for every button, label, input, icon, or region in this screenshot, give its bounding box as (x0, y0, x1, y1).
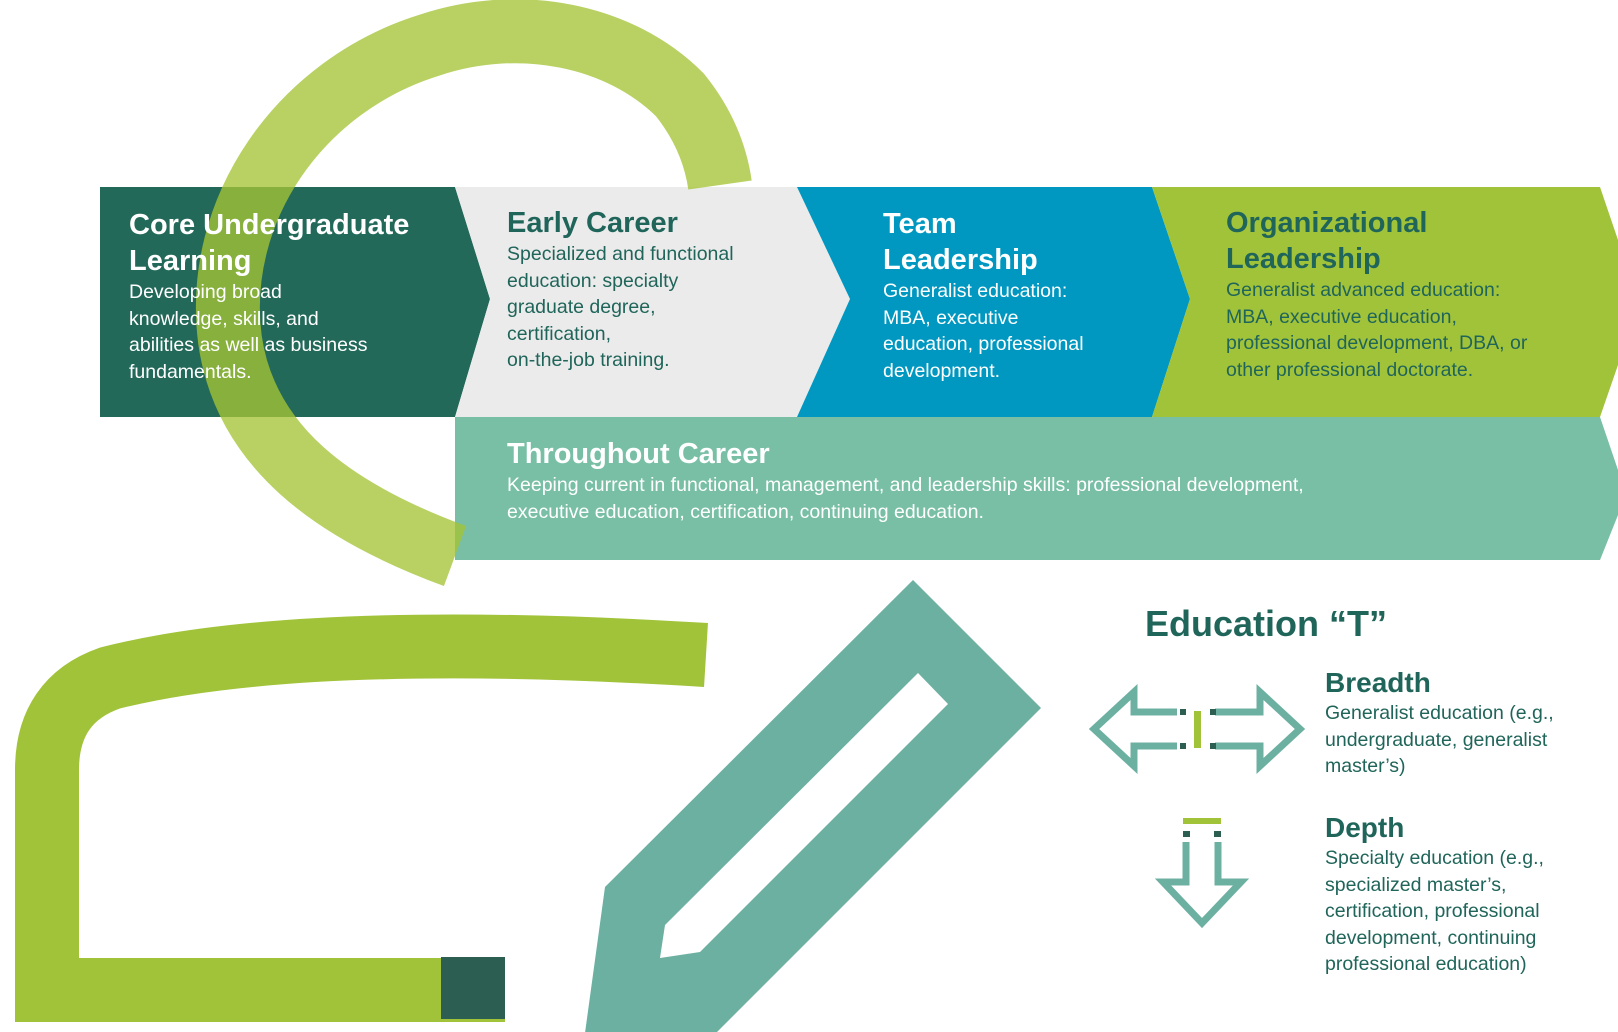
desc-line: master’s) (1325, 755, 1406, 777)
education-t-heading: Education “T” (1145, 603, 1387, 644)
stage-core-undergraduate: Core Undergraduate Learning Developing b… (129, 207, 459, 385)
desc-line: Generalist advanced education: (1226, 279, 1501, 301)
stage-org-title: Organizational Leadership (1226, 205, 1611, 277)
stage-team-leadership: Team Leadership Generalist education: MB… (883, 206, 1183, 384)
stage-team-description: Generalist education: MBA, executive edu… (883, 278, 1183, 384)
stage-throughout-description: Keeping current in functional, managemen… (507, 472, 1557, 525)
desc-line: Keeping current in functional, managemen… (507, 474, 1304, 496)
shoulder-accent-block (441, 957, 505, 1019)
desc-line: Generalist education: (883, 280, 1068, 302)
desc-line: on-the-job training. (507, 349, 670, 371)
stage-team-shape (797, 187, 1190, 417)
person-shoulder-icon (14, 614, 708, 1022)
desc-line: development, continuing (1325, 926, 1537, 949)
stage-team-title-line: Leadership (883, 244, 1038, 276)
breadth-description: Generalist education (e.g., undergraduat… (1325, 700, 1615, 780)
pencil-icon (585, 580, 1041, 1032)
stage-throughout-career: Throughout Career Keeping current in fun… (507, 436, 1557, 525)
desc-line: graduate degree, (507, 296, 656, 318)
breadth-section: Breadth Generalist education (e.g., unde… (1325, 666, 1615, 780)
stage-throughout-title: Throughout Career (507, 438, 770, 470)
desc-line: MBA, executive (883, 306, 1019, 329)
desc-line: undergraduate, generalist (1325, 728, 1548, 751)
desc-line: professional education) (1325, 953, 1527, 975)
desc-line: certification, professional (1325, 900, 1540, 922)
stage-org-title-line: Leadership (1226, 243, 1381, 275)
stage-core-title-line: Core Undergraduate (129, 209, 410, 241)
breadth-arrows-icon (1088, 683, 1306, 775)
depth-section: Depth Specialty education (e.g., special… (1325, 811, 1615, 978)
stage-org-title-line: Organizational (1226, 207, 1428, 239)
stage-early-career: Early Career Specialized and functional … (507, 205, 807, 374)
desc-line: other professional doctorate. (1226, 358, 1474, 381)
depth-title: Depth (1325, 812, 1405, 843)
desc-line: professional development, DBA, or (1226, 332, 1528, 354)
desc-line: Generalist education (e.g., (1325, 702, 1554, 724)
desc-line: certification, (507, 322, 612, 345)
desc-line: specialized master’s, (1325, 873, 1507, 896)
stage-early-shape (455, 187, 850, 417)
desc-line: knowledge, skills, and (129, 307, 319, 330)
stage-core-title-line: Learning (129, 245, 252, 277)
desc-line: education: specialty (507, 269, 679, 292)
desc-line: Specialized and functional (507, 243, 734, 265)
stage-org-description: Generalist advanced education: MBA, exec… (1226, 277, 1611, 383)
desc-line: fundamentals. (129, 360, 252, 383)
breadth-title: Breadth (1325, 667, 1431, 698)
stage-core-shape (100, 187, 490, 417)
stage-team-title: Team Leadership (883, 206, 1183, 278)
stage-org-shape (1152, 187, 1618, 417)
stage-early-title: Early Career (507, 207, 678, 239)
depth-arrow-icon (1154, 842, 1250, 929)
desc-line: education, professional (883, 333, 1084, 355)
desc-line: abilities as well as business (129, 334, 368, 356)
desc-line: Developing broad (129, 281, 282, 303)
stage-organizational-leadership: Organizational Leadership Generalist adv… (1226, 205, 1611, 383)
stage-core-title: Core Undergraduate Learning (129, 207, 459, 279)
desc-line: MBA, executive education, (1226, 305, 1457, 328)
depth-description: Specialty education (e.g., specialized m… (1325, 845, 1615, 978)
stage-early-description: Specialized and functional education: sp… (507, 241, 807, 374)
desc-line: development. (883, 359, 1001, 382)
stage-throughout-shape (455, 417, 1618, 560)
stage-team-title-line: Team (883, 208, 957, 240)
stage-core-description: Developing broad knowledge, skills, and … (129, 279, 459, 385)
magnifier-ring-icon (195, 0, 752, 587)
desc-line: executive education, certification, cont… (507, 500, 984, 523)
desc-line: Specialty education (e.g., (1325, 847, 1544, 869)
